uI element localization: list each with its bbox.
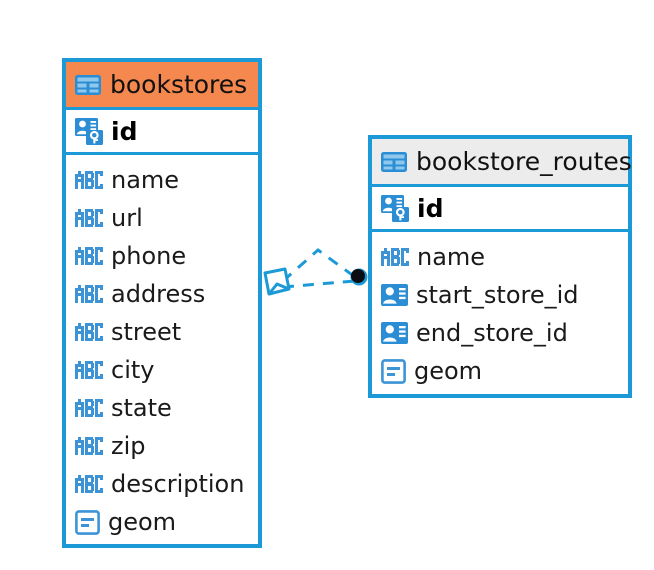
primary-key-icon [381, 194, 409, 222]
field-row-primary-key[interactable]: id [372, 187, 628, 232]
entity-header-bookstore-routes[interactable]: bookstore_routes [372, 139, 632, 187]
foreign-key-icon [381, 321, 408, 345]
abc-text-icon [75, 209, 103, 227]
entity-title-bookstore-routes: bookstore_routes [416, 147, 632, 176]
field-label-phone: phone [111, 242, 187, 270]
abc-text-icon [75, 171, 103, 189]
field-row-geom[interactable]: geom [66, 503, 258, 541]
geometry-icon [75, 509, 100, 535]
field-label-city: city [111, 356, 155, 384]
field-label-name: name [417, 243, 486, 271]
field-label-geom: geom [414, 357, 483, 385]
field-row-name[interactable]: name [372, 238, 628, 276]
field-row-description[interactable]: description [66, 465, 258, 503]
field-row-name[interactable]: name [66, 161, 258, 199]
entity-title-bookstores: bookstores [110, 70, 248, 99]
field-row-city[interactable]: city [66, 351, 258, 389]
abc-text-icon [75, 361, 103, 379]
field-row-street[interactable]: street [66, 313, 258, 351]
relationship-line-upper [282, 248, 356, 283]
field-list-bookstores: name url phone address street city state zip des… [66, 155, 258, 545]
field-label-end-store-id: end_store_id [416, 319, 568, 347]
field-label-description: description [111, 470, 245, 498]
abc-text-icon [75, 437, 103, 455]
field-row-primary-key[interactable]: id [66, 110, 258, 155]
field-row-state[interactable]: state [66, 389, 258, 427]
source-endpoint-diamond-icon [263, 267, 291, 296]
abc-text-icon [381, 248, 409, 266]
target-endpoint-dot-icon [350, 268, 368, 286]
field-label-state: state [111, 394, 172, 422]
field-label-zip: zip [111, 432, 146, 460]
field-label-street: street [111, 318, 182, 346]
abc-text-icon [75, 475, 103, 493]
field-label-url: url [111, 204, 143, 232]
geometry-icon [381, 358, 406, 384]
primary-key-icon [75, 117, 103, 145]
foreign-key-icon [381, 283, 408, 307]
field-label-address: address [111, 280, 206, 308]
field-label-id: id [111, 116, 138, 146]
field-row-geom[interactable]: geom [372, 352, 628, 390]
abc-text-icon [75, 285, 103, 303]
field-label-start-store-id: start_store_id [416, 281, 579, 309]
field-label-geom: geom [108, 508, 177, 536]
field-row-address[interactable]: address [66, 275, 258, 313]
field-row-start-store-id[interactable]: start_store_id [372, 276, 628, 314]
field-row-phone[interactable]: phone [66, 237, 258, 275]
abc-text-icon [75, 247, 103, 265]
table-icon [75, 74, 101, 95]
entity-header-bookstores[interactable]: bookstores [66, 62, 258, 110]
field-row-url[interactable]: url [66, 199, 258, 237]
relationship-line-lower [282, 279, 356, 289]
abc-text-icon [75, 399, 103, 417]
field-label-name: name [111, 166, 180, 194]
abc-text-icon [75, 323, 103, 341]
field-label-id: id [417, 193, 444, 223]
table-icon [381, 151, 407, 172]
field-row-end-store-id[interactable]: end_store_id [372, 314, 628, 352]
field-row-zip[interactable]: zip [66, 427, 258, 465]
